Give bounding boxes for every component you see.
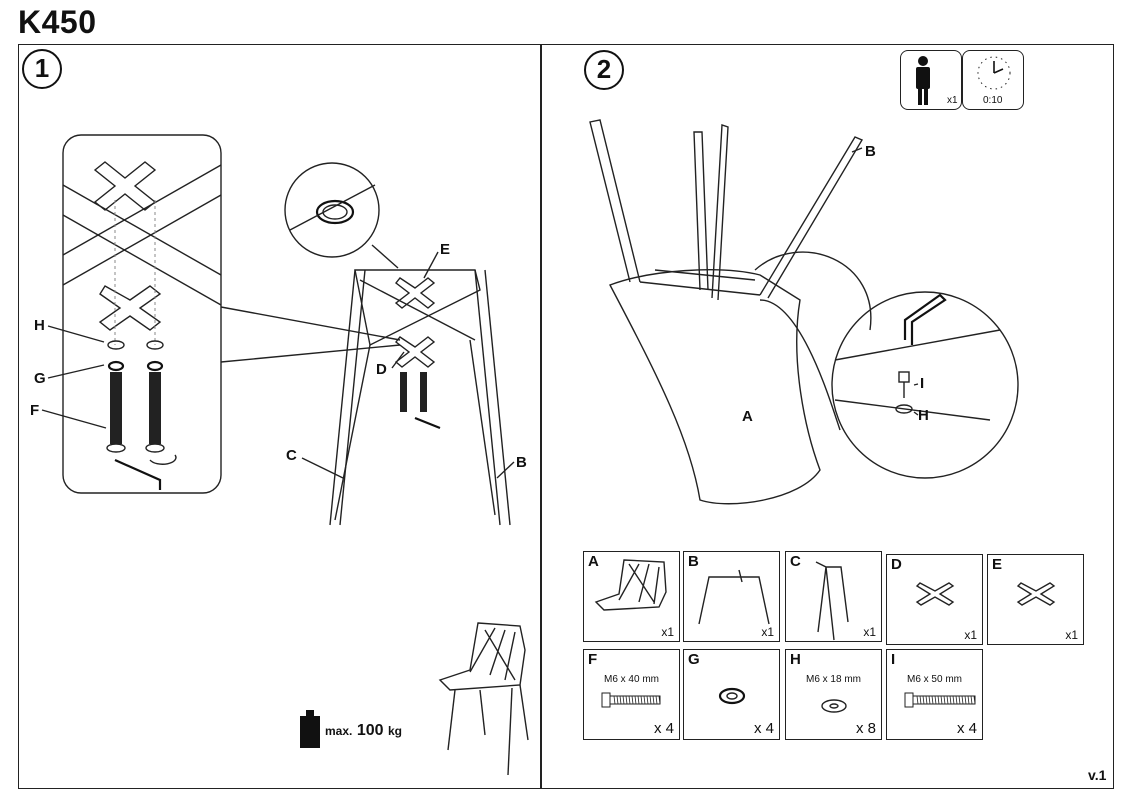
part-letter: I [891, 651, 896, 668]
part-letter: H [790, 651, 801, 668]
label-G: G [34, 370, 46, 387]
part-quantity: x1 [661, 625, 674, 639]
label-H: H [34, 317, 45, 334]
label-B2: B [865, 143, 876, 160]
max-load-value: 100 [356, 722, 384, 739]
part-spec: M6 x 50 mm [906, 674, 962, 685]
persons-count: x1 [947, 95, 958, 106]
part-spec: M6 x 40 mm [603, 674, 659, 685]
part-quantity: x 4 [653, 720, 674, 737]
part-letter: C [790, 553, 801, 570]
part-quantity: x1 [964, 628, 977, 642]
cross-plate-lower-icon [98, 285, 162, 331]
allen-key-zoom-icon [903, 293, 947, 345]
cross-plate-e-icon [1016, 582, 1056, 606]
part-letter: E [992, 556, 1003, 573]
chair-sketch-icon [438, 622, 526, 691]
washer-icon [821, 699, 847, 713]
clock-icon [977, 56, 1011, 90]
time-box: 0:10 [962, 50, 1024, 110]
bolt-i-icon [904, 692, 976, 708]
label-H2: H [918, 407, 929, 424]
persons-box: x1 [900, 50, 962, 110]
max-load-prefix: max. [325, 724, 353, 738]
seat-icon [609, 269, 821, 505]
part-quantity: x 8 [855, 720, 876, 737]
bolt-f-icon [601, 692, 661, 708]
leg-c-icon [815, 561, 849, 641]
seat-part-icon [594, 559, 667, 611]
label-I: I [920, 375, 925, 392]
part-letter: B [688, 553, 699, 570]
part-letter: G [688, 651, 700, 668]
label-D: D [376, 361, 387, 378]
weight-icon [300, 710, 320, 748]
label-B: B [516, 454, 527, 471]
label-A: A [742, 408, 753, 425]
step1-number: 1 [22, 49, 62, 89]
part-quantity: x1 [863, 625, 876, 639]
document-title: K450 [18, 4, 97, 40]
cross-plate-upper-icon [93, 161, 157, 211]
part-letter: A [588, 553, 599, 570]
version-label: v.1 [1088, 767, 1107, 783]
part-letter: F [588, 651, 598, 668]
part-spec: M6 x 18 mm [805, 674, 861, 685]
step2-number: 2 [584, 50, 624, 90]
time-value: 0:10 [983, 95, 1003, 106]
label-E: E [440, 241, 451, 258]
frame-b-icon [698, 569, 770, 625]
part-quantity: x 4 [956, 720, 977, 737]
person-icon [916, 56, 930, 105]
part-quantity: x 4 [753, 720, 774, 737]
max-load-unit: kg [387, 724, 402, 738]
step2-panel [540, 44, 1114, 789]
max-load: max. 100 kg [325, 722, 402, 740]
label-C: C [286, 447, 297, 464]
label-F: F [30, 402, 40, 419]
part-letter: D [891, 556, 902, 573]
step1-illustration [41, 134, 529, 776]
part-quantity: x1 [761, 625, 774, 639]
spring-washer-icon [718, 687, 746, 705]
cross-plate-d-icon [915, 582, 955, 606]
step1-panel [18, 44, 542, 789]
allen-key-icon [114, 458, 162, 490]
part-quantity: x1 [1065, 628, 1078, 642]
